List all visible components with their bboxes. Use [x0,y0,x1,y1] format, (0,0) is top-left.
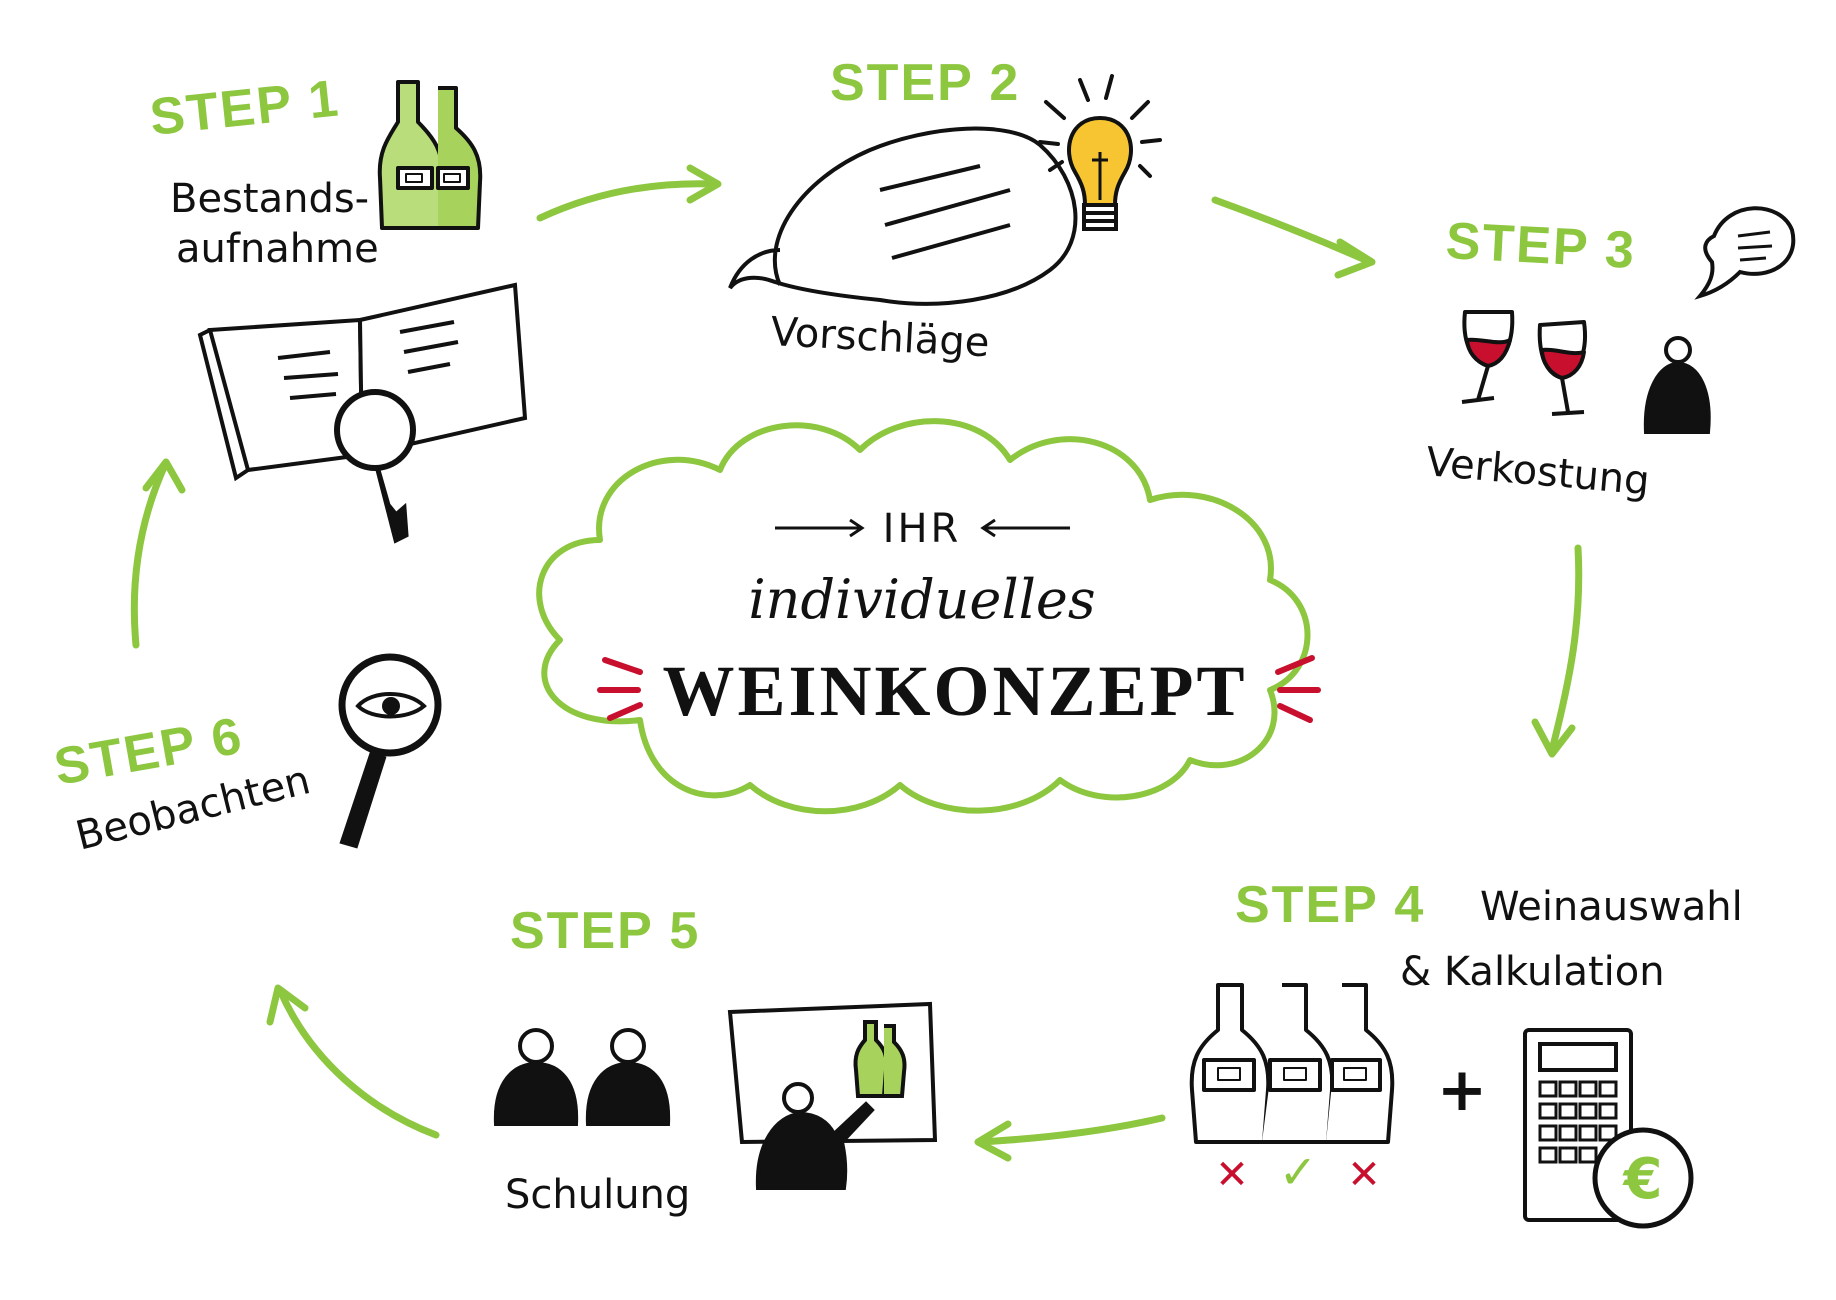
step-2: STEP 2 Vorschläge [728,54,1162,366]
euro-symbol: € [1622,1147,1663,1212]
cycle-arrows [130,164,1583,1162]
arrow-step5-to-step6 [266,984,440,1139]
person-icon [1643,336,1711,434]
arrow-step4-to-step5 [974,1114,1166,1162]
step-1: STEP 1 Bestands- aufnahme [147,69,528,544]
eye-magnifier-icon [338,653,442,849]
step-4: STEP 4 Weinauswahl & Kalkulation ✕ ✓ ✕ + [1189,876,1743,1229]
burst-right-icon [1275,655,1321,723]
center-title-arrows [775,518,1070,538]
wine-bottles-icon [377,80,483,230]
step-5-caption: Schulung [505,1172,690,1218]
step-1-caption-line1: Bestands- [170,176,369,222]
step-5-label: STEP 5 [510,902,700,960]
step-2-caption: Vorschläge [769,309,990,366]
magnifier-icon [334,389,416,544]
people-icon [493,1028,671,1126]
euro-coin-icon: € [1592,1127,1694,1229]
step-3-caption: Verkostung [1424,439,1651,504]
step-4-caption-line1: Weinauswahl [1480,884,1743,930]
plus-icon: + [1437,1055,1487,1125]
step-2-label: STEP 2 [830,54,1020,112]
arrow-step3-to-step4 [1531,544,1583,758]
burst-left-icon [597,657,643,721]
step-3-label: STEP 3 [1444,212,1637,280]
arrow-step2-to-step3 [1211,196,1376,279]
mark-reject-2: ✕ [1347,1152,1381,1198]
speech-bubble-icon [728,126,1078,306]
arrow-step1-to-step2 [536,164,722,222]
step-5: STEP 5 Schulung [493,902,938,1218]
wine-glasses-icon [1461,310,1587,416]
mark-reject-1: ✕ [1215,1152,1249,1198]
center-line-ihr: IHR [883,506,962,552]
speech-bubble-icon [1694,206,1796,300]
step-4-label: STEP 4 [1235,876,1425,934]
center-cloud: IHR individuelles WEINKONZEPT [536,418,1321,815]
presentation-board-icon [727,1001,938,1190]
step-3: STEP 3 Verkostung [1424,206,1796,504]
step-1-label: STEP 1 [147,69,342,147]
step-4-caption-line2: & Kalkulation [1400,949,1665,995]
cloud-outline [536,418,1311,815]
wine-bottles-icon [1189,983,1395,1144]
center-line-individuelles: individuelles [748,568,1095,631]
light-bulb-icon [1038,74,1162,231]
step-1-caption-line2: aufnahme [176,226,379,272]
mark-accept: ✓ [1279,1145,1318,1199]
arrow-step6-to-step1 [130,458,186,649]
center-line-weinkonzept: WEINKONZEPT [662,651,1247,731]
step-6: STEP 6 Beobachten [50,653,442,860]
